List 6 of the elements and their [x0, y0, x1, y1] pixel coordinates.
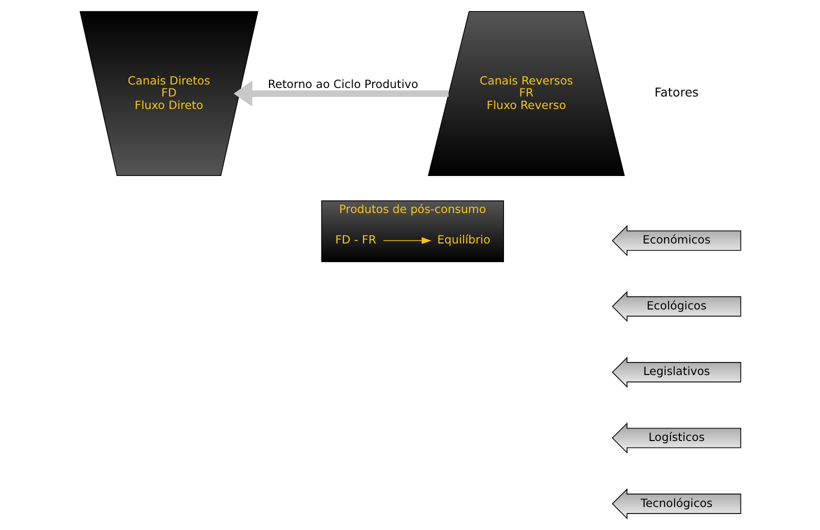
label: Fatores	[654, 85, 698, 100]
arrow	[382, 237, 431, 244]
edge-label: Retorno ao Ciclo Produtivo	[267, 77, 418, 92]
node-text: Equilíbrio	[436, 232, 490, 247]
arrow	[233, 80, 448, 107]
node-text: FD - FR	[334, 232, 376, 247]
